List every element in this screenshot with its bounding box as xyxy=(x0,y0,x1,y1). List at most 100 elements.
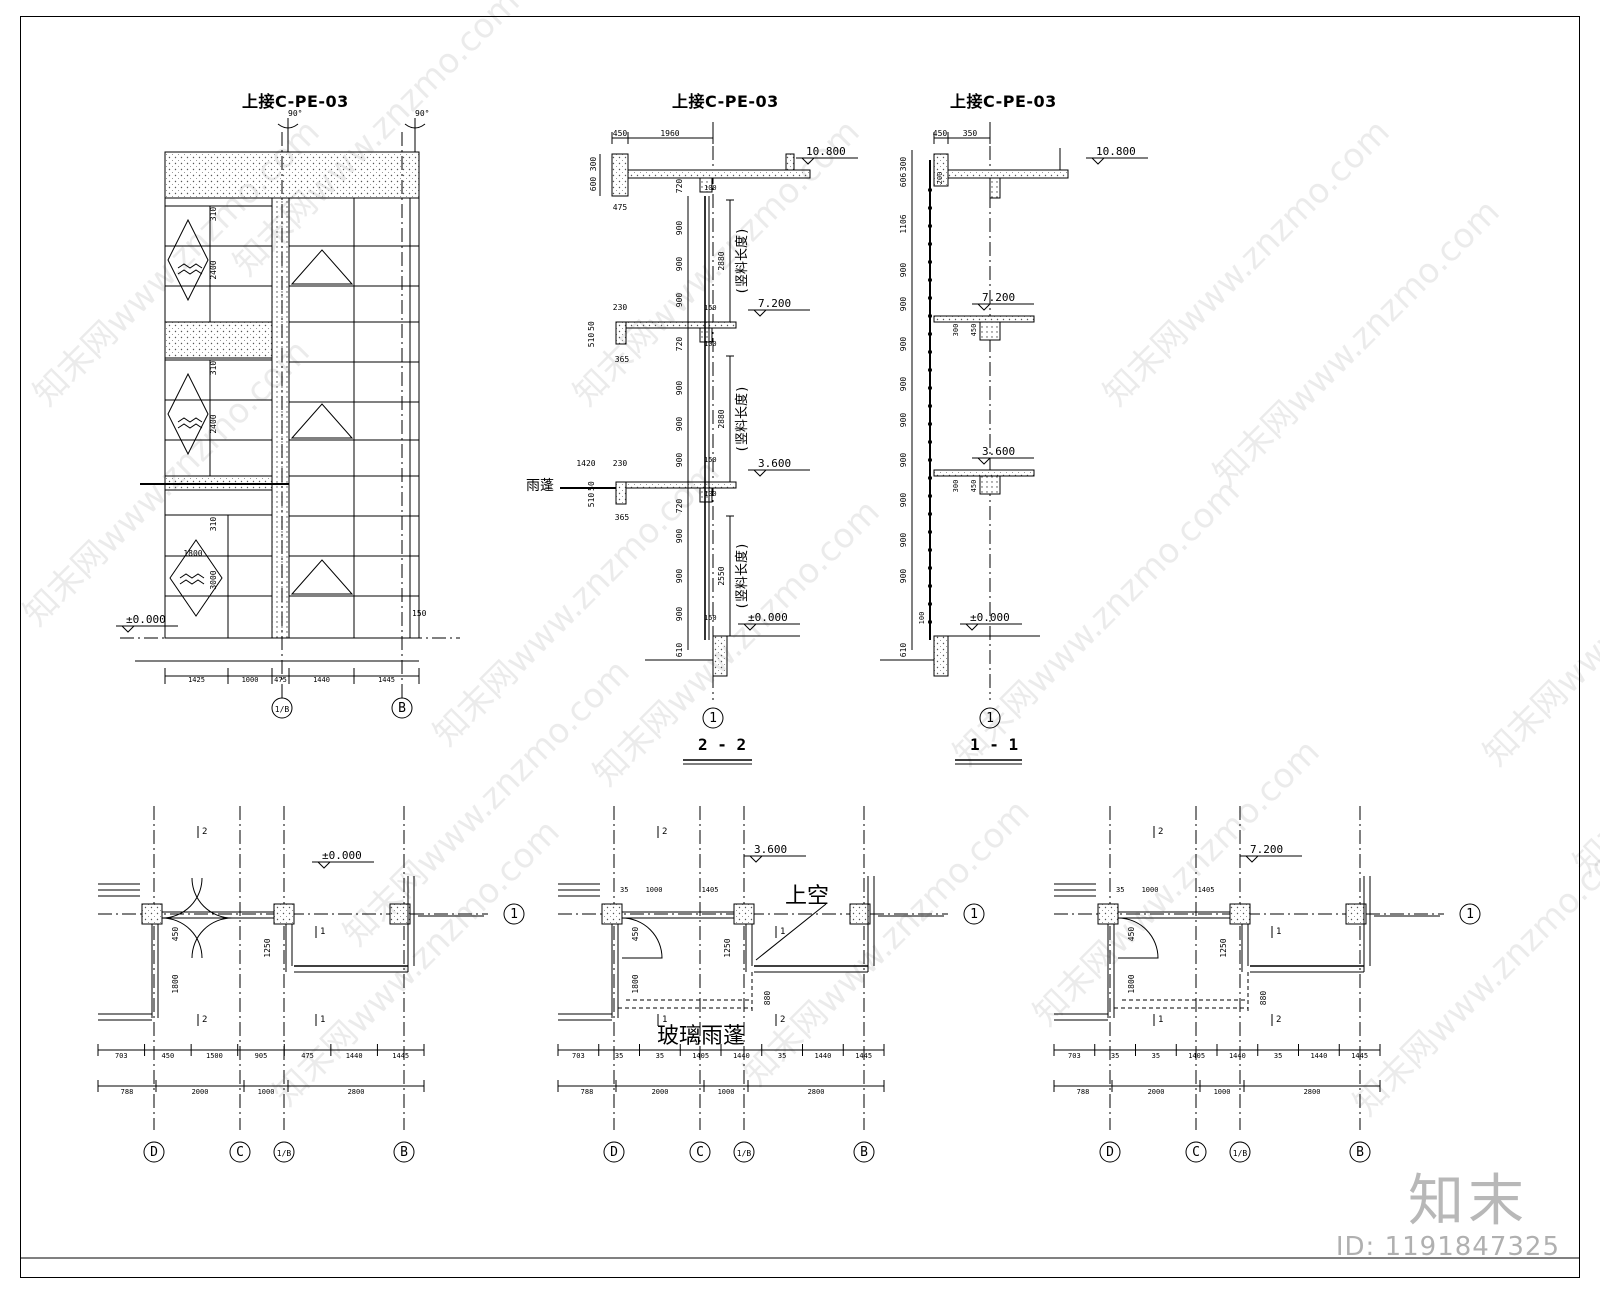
axis-label: 1 xyxy=(986,711,994,726)
dim-text: 1000 xyxy=(1142,886,1159,894)
zigzag xyxy=(177,417,203,429)
stud-label: (竖料长度) xyxy=(734,227,750,295)
level-marker xyxy=(976,457,992,465)
dim-text: 1405 xyxy=(702,886,719,894)
anchor xyxy=(928,620,932,624)
dim-text: 900 xyxy=(675,569,684,584)
dim-text: 1250 xyxy=(263,938,272,957)
dim-text: 100 xyxy=(704,184,717,192)
dim-text: 100 xyxy=(704,490,717,498)
dim-text: 703 xyxy=(572,1052,585,1060)
dim-text: 35 xyxy=(1152,1052,1160,1060)
rect xyxy=(785,153,795,171)
level-marker xyxy=(1244,855,1260,863)
dim-text: 1800 xyxy=(631,974,640,993)
anchor xyxy=(928,494,932,498)
diamond-mark xyxy=(167,218,209,302)
dim-text: 2000 xyxy=(1148,1088,1165,1096)
dim-text: 2000 xyxy=(192,1088,209,1096)
axis-bubble xyxy=(143,1141,165,1163)
axis-bubble xyxy=(503,903,525,925)
dim-text: 1 xyxy=(320,1015,325,1025)
beam xyxy=(979,475,1001,495)
dim-text: 450 xyxy=(613,129,628,138)
axis-bubble xyxy=(393,1141,415,1163)
anchor xyxy=(928,458,932,462)
dim-text: 510 xyxy=(587,333,596,348)
axis-label: D xyxy=(1106,1145,1114,1160)
door-swing xyxy=(621,917,663,959)
slab-edge xyxy=(615,321,627,345)
dim-text: 1800 xyxy=(1127,974,1136,993)
dim-text: 35 xyxy=(778,1052,786,1060)
dim-text: 900 xyxy=(899,337,908,352)
dim-text: 2 xyxy=(1276,1015,1281,1025)
dim-text: 1425 xyxy=(188,676,205,684)
dim-text: 880 xyxy=(1259,991,1268,1006)
dim-text: 1000 xyxy=(258,1088,275,1096)
level-text: 3.600 xyxy=(758,457,791,470)
dim-text: 1 xyxy=(662,1015,667,1025)
dim-text: 1 xyxy=(1276,927,1281,937)
dim-text: 1000 xyxy=(718,1088,735,1096)
axis-label: B xyxy=(400,1145,408,1160)
angle-arc xyxy=(404,123,426,129)
dim-text: 300 xyxy=(952,480,960,493)
anchor xyxy=(928,512,932,516)
dim-text: 703 xyxy=(115,1052,128,1060)
dim-text: 150 xyxy=(704,304,717,312)
dim-text: 1445 xyxy=(392,1052,409,1060)
level-text: ±0.000 xyxy=(322,849,362,862)
dim-text: 1800 xyxy=(171,974,180,993)
window-middle xyxy=(164,359,273,477)
dim-text: 50 xyxy=(587,481,596,491)
dim-text: 2800 xyxy=(808,1088,825,1096)
dim-text: 1250 xyxy=(723,938,732,957)
dim-text: 610 xyxy=(899,643,908,658)
dim-text: 1 xyxy=(1158,1015,1163,1025)
dim-text: 300 xyxy=(952,324,960,337)
dim-text: 2 xyxy=(202,827,207,837)
axis-bubble xyxy=(603,1141,625,1163)
elevation-title: 上接C-PE-03 xyxy=(242,92,349,111)
dim-text: 35 xyxy=(620,886,628,894)
dim-text: 1440 xyxy=(1310,1052,1327,1060)
dim-text: 230 xyxy=(613,303,628,312)
dim-text: 450 xyxy=(171,927,180,942)
door-lower xyxy=(164,514,273,639)
dim-text: 900 xyxy=(675,607,684,622)
column xyxy=(1229,903,1251,925)
dim-text: 1420 xyxy=(576,459,595,468)
level-text: 3.600 xyxy=(982,445,1015,458)
level-text: 10.800 xyxy=(806,145,846,158)
dim-text: 230 xyxy=(613,459,628,468)
door-swing xyxy=(191,917,233,959)
dim-text: 300 xyxy=(899,157,908,172)
column xyxy=(733,903,755,925)
door-swing xyxy=(191,877,233,919)
dim-text: 35 xyxy=(615,1052,623,1060)
dim-text: 1440 xyxy=(814,1052,831,1060)
parapet xyxy=(611,153,629,197)
dim-text: 1106 xyxy=(899,214,908,233)
axis-label: B xyxy=(398,701,406,716)
triangle-mark xyxy=(290,249,354,285)
foundation xyxy=(933,635,949,677)
dim-text: 900 xyxy=(675,381,684,396)
dim-text: 450 xyxy=(970,324,978,337)
dim-text: 2 xyxy=(202,1015,207,1025)
level-marker xyxy=(1090,157,1106,165)
axis-label: 1 xyxy=(709,711,717,726)
anchor xyxy=(928,206,932,210)
beam xyxy=(699,177,713,193)
axis-bubble xyxy=(733,1141,755,1163)
level-text: 7.200 xyxy=(758,297,791,310)
dim-text: 365 xyxy=(615,513,630,522)
dim-text: 900 xyxy=(899,263,908,278)
dim-text: 610 xyxy=(675,643,684,658)
dim-text: 350 xyxy=(963,129,978,138)
dim-text: 365 xyxy=(615,355,630,364)
dim-text: 1000 xyxy=(646,886,663,894)
